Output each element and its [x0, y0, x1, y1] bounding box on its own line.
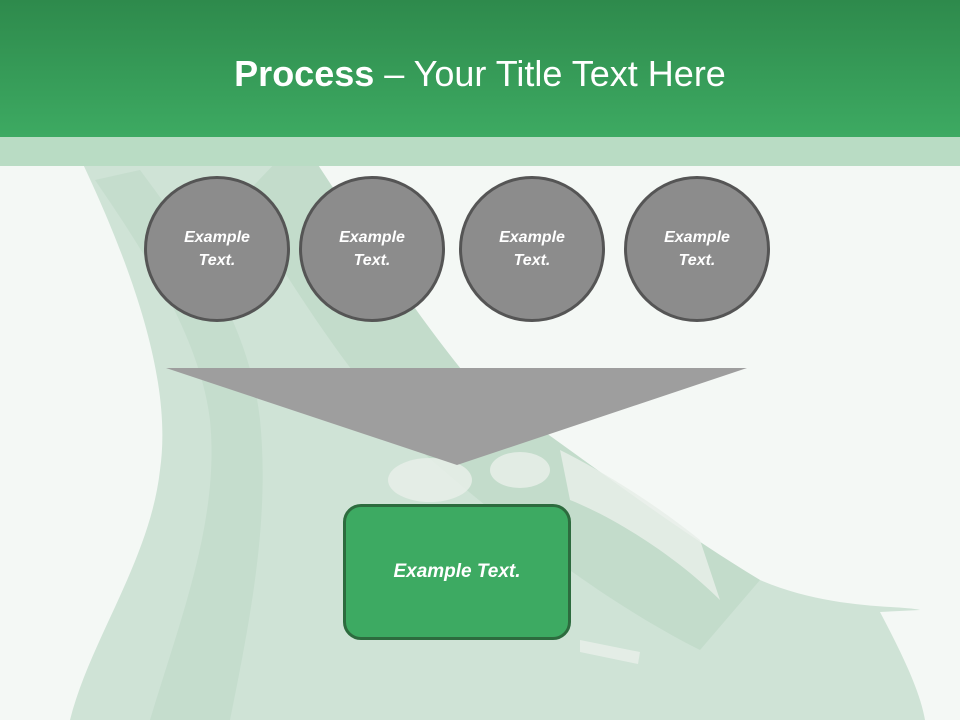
slide-title: Process – Your Title Text Here: [0, 52, 960, 96]
step-label-1: Example Text.: [184, 229, 250, 269]
step-label-3: Example Text.: [499, 229, 565, 269]
title-bar: Process – Your Title Text Here: [0, 0, 960, 137]
step-circle-2[interactable]: Example Text.: [299, 176, 445, 322]
step-circle-4[interactable]: Example Text.: [624, 176, 770, 322]
title-bold: Process: [234, 53, 375, 94]
step-circle-1[interactable]: Example Text.: [144, 176, 290, 322]
header-strip: [0, 137, 960, 166]
title-rest: – Your Title Text Here: [374, 53, 726, 94]
step-label-2: Example Text.: [339, 229, 405, 269]
result-box[interactable]: Example Text.: [343, 504, 571, 640]
result-label: Example Text.: [393, 561, 521, 582]
flag-emblem: [388, 450, 720, 664]
step-circle-3[interactable]: Example Text.: [459, 176, 605, 322]
step-label-4: Example Text.: [664, 229, 730, 269]
